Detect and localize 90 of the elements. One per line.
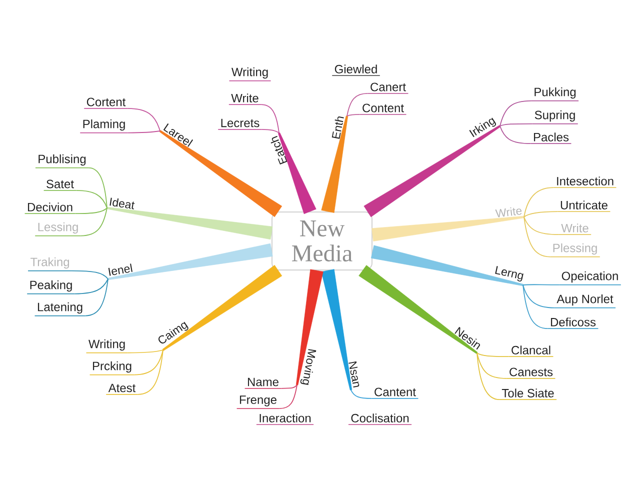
branch-line: [321, 116, 348, 213]
leaf-label: Writing: [228, 67, 272, 82]
leaf-label: Lecrets: [218, 118, 262, 130]
leaf-label: Frenge: [236, 396, 280, 410]
branch-line: [321, 269, 352, 390]
leaf-label: Decivion: [24, 202, 76, 214]
connector-line: [524, 187, 554, 218]
branch-label: Irking: [469, 118, 496, 138]
branch-label: Write: [495, 207, 522, 218]
leaf-label: Lessing: [34, 222, 82, 236]
connector-line: [350, 390, 372, 399]
leaf-label: Write: [228, 94, 262, 106]
leaf-label: Untricate: [557, 200, 611, 212]
connector-line: [522, 284, 548, 330]
connector-line: [260, 104, 280, 134]
leaf-label: Deficoss: [547, 318, 599, 330]
connector-line: [500, 123, 533, 126]
connector-line: [127, 108, 160, 132]
branch-line: [296, 269, 324, 386]
leaf-label: Aup Norlet: [554, 294, 616, 308]
connector-line: [80, 208, 108, 236]
connector-line: [522, 284, 555, 308]
connector-line: [500, 126, 532, 144]
leaf-label: Giewled: [332, 64, 380, 76]
connector-line: [88, 167, 108, 208]
branch-line: [159, 130, 282, 218]
connector-line: [522, 284, 560, 286]
branch-line: [364, 125, 501, 218]
leaf-label: Ineraction: [256, 414, 314, 426]
leaf-label: Pacles: [530, 132, 572, 144]
branch-label: Eatch: [270, 136, 288, 165]
leaf-label: Intesection: [553, 176, 617, 188]
leaf-label: Prcking: [89, 361, 135, 376]
connector-line: [127, 130, 160, 134]
connector-line: [476, 352, 508, 379]
leaf-label: Tole Siate: [499, 388, 557, 400]
connector-line: [346, 114, 360, 116]
connector-line: [476, 352, 500, 400]
connector-line: [524, 216, 551, 258]
branch-label: Moving: [300, 349, 316, 385]
leaf-label: Publising: [35, 154, 89, 168]
leaf-label: Content: [359, 104, 407, 115]
branch-label: Ideat: [110, 198, 135, 210]
leaf-label: Plaming: [80, 119, 128, 134]
connector-line: [74, 208, 108, 214]
branch-label: Lerng: [495, 266, 524, 282]
branch-line: [278, 132, 316, 214]
connector-line: [134, 350, 164, 376]
leaf-label: Supring: [532, 110, 578, 124]
connector-line: [261, 128, 280, 134]
leaf-label: Latening: [34, 302, 86, 316]
leaf-label: Traking: [28, 257, 72, 272]
branch-label: Ienel: [108, 264, 132, 276]
leaf-label: Satet: [43, 180, 77, 191]
connector-line: [74, 278, 108, 294]
connector-line: [500, 100, 532, 126]
leaf-label: Peaking: [26, 280, 76, 294]
leaf-label: Name: [244, 378, 282, 389]
branch-line: [108, 243, 273, 280]
leaf-label: Cantent: [371, 388, 419, 399]
connector-line: [84, 278, 108, 316]
leaf-label: Clancal: [508, 346, 554, 358]
branch-line: [358, 265, 478, 354]
leaf-label: Canert: [367, 82, 409, 94]
leaf-label: Atest: [106, 384, 138, 395]
leaf-label: Writing: [86, 339, 128, 354]
branch-line: [106, 206, 273, 240]
connector-line: [280, 384, 298, 389]
connector-line: [137, 350, 164, 395]
leaf-label: Cortent: [84, 98, 128, 109]
leaf-label: Canests: [506, 368, 556, 379]
topic-box: New Media: [272, 212, 372, 270]
connector-line: [524, 216, 560, 236]
leaf-label: Coclisation: [348, 414, 412, 426]
connector-line: [346, 93, 368, 116]
connector-line: [127, 350, 164, 354]
connector-line: [72, 270, 108, 280]
leaf-label: Write: [558, 224, 592, 236]
branch-label: Nsan: [348, 361, 360, 388]
branch-label: Enth: [332, 116, 344, 139]
leaf-label: Plessing: [550, 243, 600, 258]
leaf-label: Pukking: [531, 87, 579, 102]
connector-line: [278, 384, 298, 410]
leaf-label: Opeication: [558, 271, 622, 286]
connector-line: [476, 352, 510, 358]
connector-line: [524, 211, 558, 218]
branch-line: [370, 245, 524, 286]
connector-line: [76, 190, 108, 208]
branch-line: [162, 265, 282, 351]
branch-line: [372, 216, 524, 242]
